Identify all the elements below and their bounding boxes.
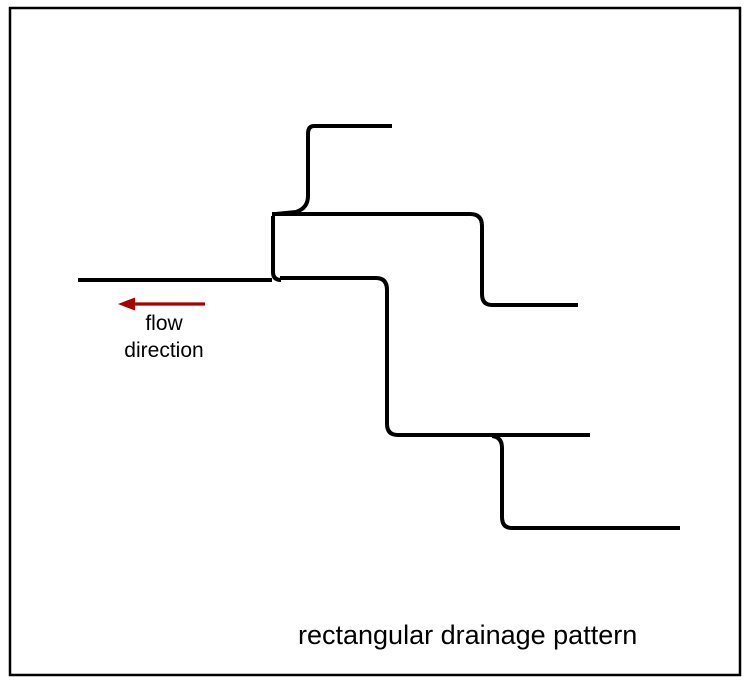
flow-direction-arrow-icon [118, 297, 205, 311]
figure-caption: rectangular drainage pattern [298, 620, 638, 650]
stream-middle-rectangular-reach [280, 276, 590, 437]
stream-upper-tributary-branch [275, 124, 392, 216]
flow-direction-line-1: flow [145, 312, 183, 335]
flow-direction-label: flow direction [98, 310, 230, 364]
flow-direction-line-2: direction [124, 339, 204, 362]
stream-lower-rectangular-step [491, 434, 680, 530]
stream-upper-rectangular-reach [272, 212, 578, 307]
flow-arrow-head [118, 297, 135, 311]
figure-border [8, 6, 742, 677]
stream-upper-left-limb [271, 216, 282, 282]
